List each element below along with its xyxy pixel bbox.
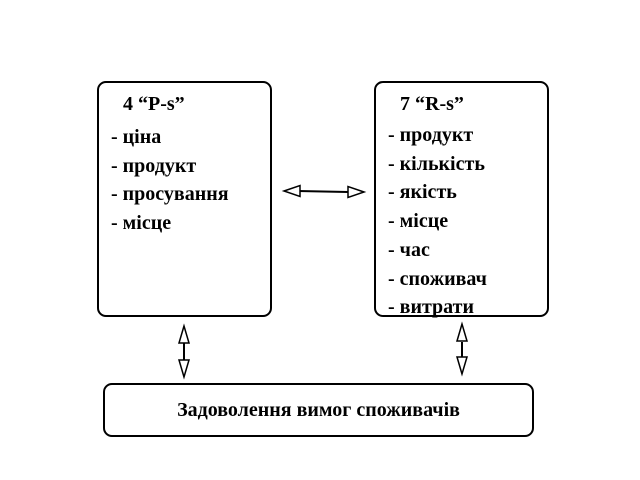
box-7rs: 7 “R-s” - продукт - кількість - якість -… [374,81,549,318]
double-arrow-vertical-right [455,321,469,377]
box-7rs-list: - продукт - кількість - якість - місце -… [388,121,487,322]
box-4ps: 4 “P-s” - ціна - продукт - просування - … [97,81,272,317]
box-7rs-title: 7 “R-s” [400,93,464,115]
list-item: - просування [111,183,229,206]
list-item: - час [388,238,430,261]
list-item: - споживач [388,267,487,290]
list-item: - продукт [388,124,474,146]
list-item: - місце [388,210,449,233]
double-arrow-horizontal [281,184,367,199]
list-item: - якість [388,181,457,204]
box-customer-satisfaction: Задоволення вимог споживачів [103,383,534,437]
box-4ps-list: - ціна - продукт - просування - місце [111,123,229,238]
list-item: - ціна [111,126,162,148]
list-item: - витрати [388,296,475,319]
list-item: - місце [111,212,172,235]
box-4ps-title: 4 “P-s” [123,93,185,115]
double-arrow-vertical-left [177,323,191,380]
list-item: - кількість [388,152,485,175]
list-item: - продукт [111,154,197,177]
box-customer-satisfaction-label: Задоволення вимог споживачів [177,398,460,421]
